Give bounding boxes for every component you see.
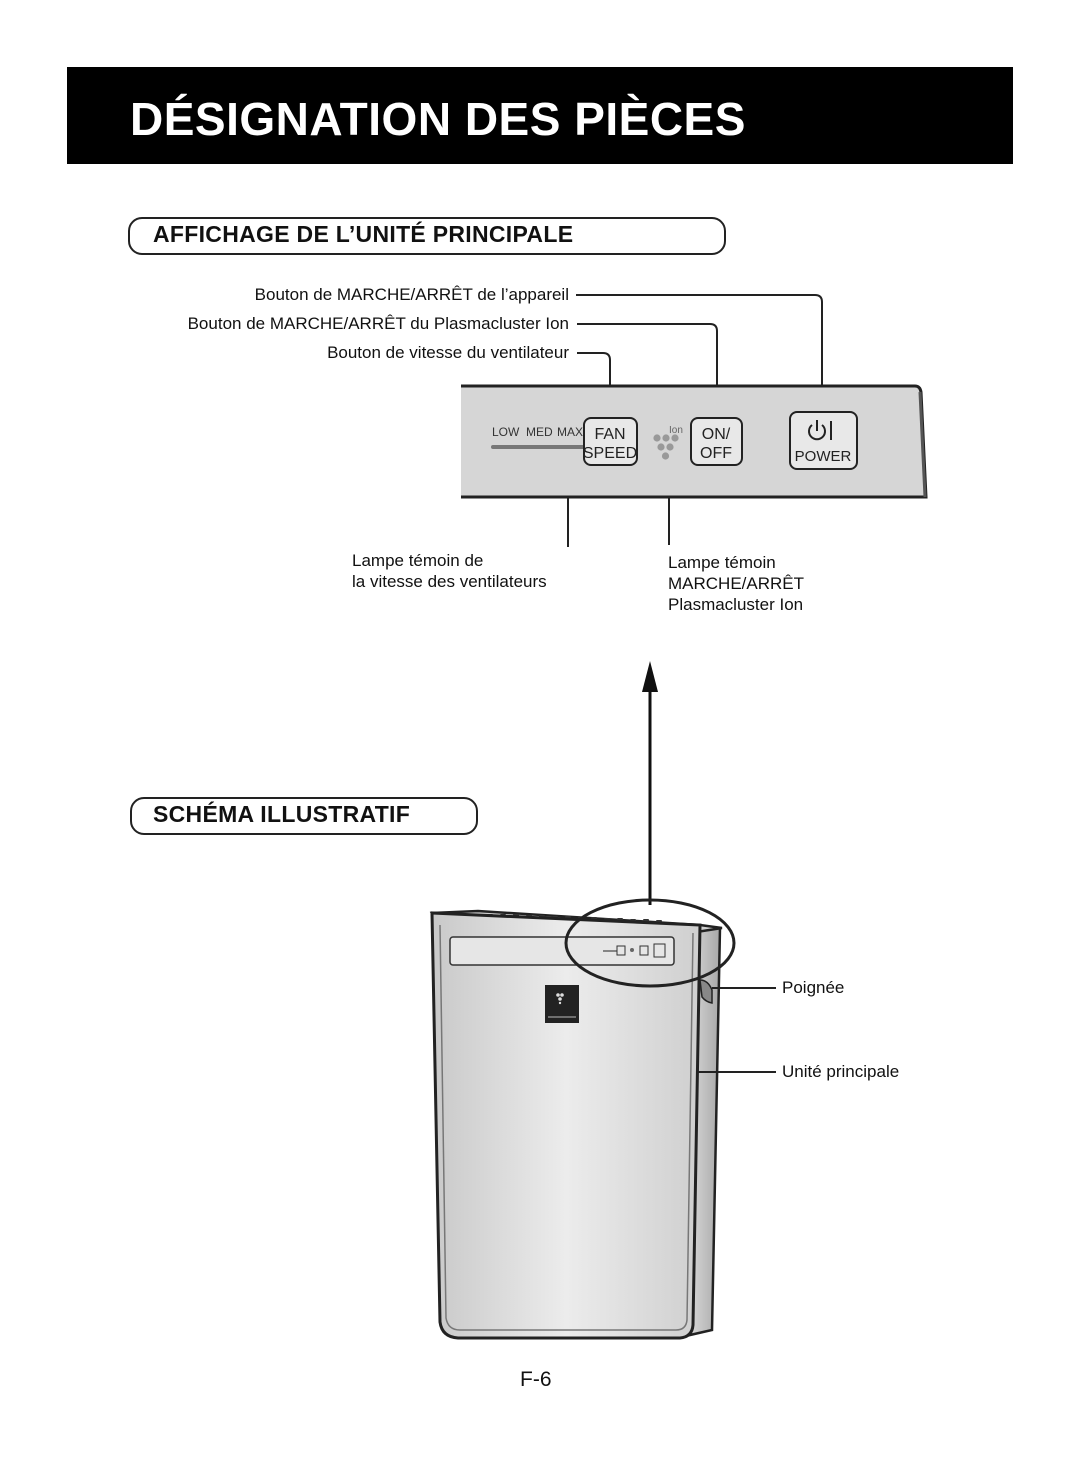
speed-med-label: MED: [526, 425, 553, 439]
speed-max-label: MAX: [557, 425, 583, 439]
callout-fan-lamp-line2: la vitesse des ventilateurs: [352, 572, 547, 591]
callout-ion-lamp-line2: MARCHE/ARRÊT: [668, 574, 805, 593]
callout-ion-lamp: Lampe témoin MARCHE/ARRÊT Plasmacluster …: [668, 552, 804, 615]
power-label: POWER: [795, 448, 852, 465]
callout-handle: Poignée: [782, 978, 845, 997]
section-pill-schema: [130, 797, 478, 835]
speed-low-label: LOW: [492, 425, 520, 439]
on-off-line1: ON/: [702, 426, 731, 443]
fan-speed-line1: FAN: [594, 426, 625, 443]
section-title-schema: SCHÉMA ILLUSTRATIF: [153, 801, 411, 827]
callout-power-button: Bouton de MARCHE/ARRÊT de l’appareil: [254, 285, 569, 304]
callout-ion-lamp-line3: Plasmacluster Ion: [668, 595, 804, 614]
power-icon: [808, 420, 832, 441]
fan-speed-button: [583, 417, 638, 466]
page-title: DÉSIGNATION DES PIÈCES: [130, 93, 746, 145]
ion-label: Ion: [669, 425, 683, 436]
callout-ion-lamp-line1: Lampe témoin: [668, 553, 776, 572]
section-pill-panel: [128, 217, 726, 255]
callout-fan-lamp: Lampe témoin de la vitesse des ventilate…: [352, 550, 547, 592]
callout-ion-button: Bouton de MARCHE/ARRÊT du Plasmacluster …: [187, 314, 569, 333]
section-title-panel: AFFICHAGE DE L’UNITÉ PRINCIPALE: [153, 221, 574, 247]
on-off-line2: OFF: [700, 445, 732, 462]
page-number: F-6: [520, 1368, 552, 1391]
power-button: [789, 411, 858, 470]
arrow-up-icon: [642, 661, 658, 692]
callout-main-unit: Unité principale: [782, 1062, 900, 1081]
fan-speed-line2: SPEED: [583, 445, 637, 462]
callout-fan-lamp-line1: Lampe témoin de: [352, 551, 484, 570]
title-bar: [67, 67, 1013, 164]
ion-lamp-icon: [653, 434, 679, 460]
callout-fan-button: Bouton de vitesse du ventilateur: [327, 343, 569, 362]
on-off-button: [690, 417, 743, 466]
